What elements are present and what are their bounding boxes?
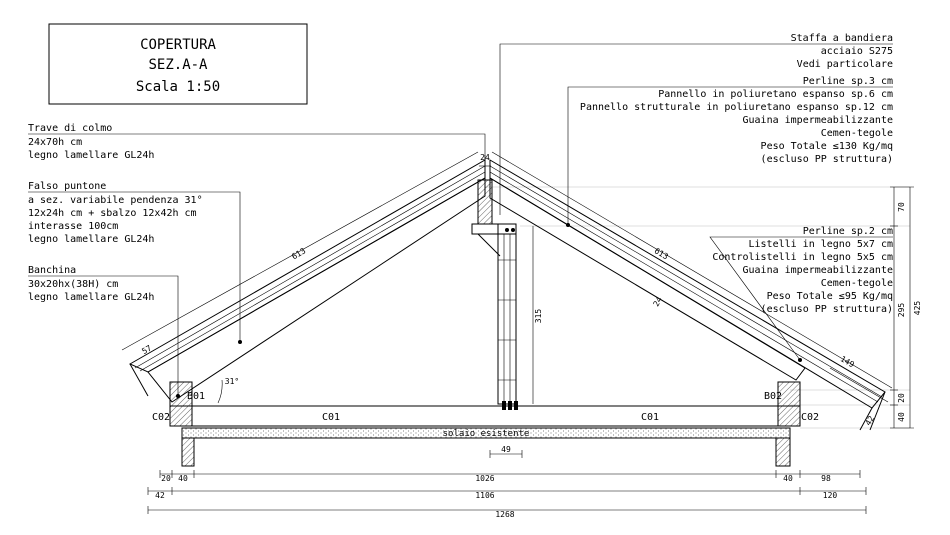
callout-falso-line3: 12x24h cm + sbalzo 12x42h cm bbox=[28, 208, 197, 219]
title-block: COPERTURA SEZ.A-A Scala 1:50 bbox=[48, 23, 308, 105]
dim-bottom-1268: 1268 bbox=[495, 510, 514, 519]
dim-overhang-left: 57 bbox=[140, 343, 153, 356]
label-c02-right: C02 bbox=[801, 412, 819, 423]
callout-falso-title: Falso puntone bbox=[28, 181, 106, 192]
callout-pack1-line1: Perline sp.3 cm bbox=[803, 76, 893, 87]
dim-rafter-depth: 24 bbox=[652, 295, 665, 308]
callout-banchina-dims: 30x20hx(38H) cm bbox=[28, 279, 118, 290]
title-line-2: SEZ.A-A bbox=[148, 57, 208, 73]
callout-pack1-line6: Peso Totale ≤130 Kg/mq bbox=[761, 141, 893, 152]
callout-staffa-ref: Vedi particolare bbox=[797, 59, 893, 70]
dim-bottom-40-right: 40 bbox=[783, 474, 793, 483]
dim-v20: 20 bbox=[897, 393, 906, 403]
dim-bottom-42: 42 bbox=[155, 491, 165, 500]
dim-bottom-120: 120 bbox=[823, 491, 838, 500]
right-leaders bbox=[499, 43, 893, 362]
callout-pack1-line2: Pannello in poliuretano espanso sp.6 cm bbox=[658, 89, 893, 100]
dim-overhang-right: 149 bbox=[839, 354, 856, 369]
walls-and-slab bbox=[169, 381, 801, 467]
callout-trave-material: legno lamellare GL24h bbox=[28, 150, 154, 161]
dim-ridge-width: 24 bbox=[480, 153, 490, 162]
callout-pack2-line1: Perline sp.2 cm bbox=[803, 226, 893, 237]
callout-pack1-line5: Cemen-tegole bbox=[821, 128, 893, 139]
callout-staffa-title: Staffa a bandiera bbox=[791, 33, 893, 44]
callout-banchina-title: Banchina bbox=[28, 265, 76, 276]
dim-post-width: 49 bbox=[501, 445, 511, 454]
bottom-dims bbox=[147, 450, 867, 514]
label-b01: B01 bbox=[187, 391, 205, 402]
callout-pack1-line3: Pannello strutturale in poliuretano espa… bbox=[580, 102, 893, 113]
callout-pack2-line2: Listelli in legno 5x7 cm bbox=[749, 239, 894, 250]
callout-pack2-line5: Cemen-tegole bbox=[821, 278, 893, 289]
steel-post bbox=[471, 223, 518, 410]
title-line-1: COPERTURA bbox=[140, 37, 216, 53]
callout-pack2-line3: Controlistelli in legno 5x5 cm bbox=[712, 252, 893, 263]
callout-pack2-line4: Guaina impermeabilizzante bbox=[742, 265, 893, 276]
callout-trave-title: Trave di colmo bbox=[28, 123, 112, 134]
callout-falso-line5: legno lamellare GL24h bbox=[28, 234, 154, 245]
dim-v40: 40 bbox=[897, 412, 906, 422]
label-c01-left: C01 bbox=[322, 412, 340, 423]
callout-falso-line4: interasse 100cm bbox=[28, 221, 118, 232]
left-leaders bbox=[28, 133, 486, 398]
label-c01-right: C01 bbox=[641, 412, 659, 423]
callout-pack1-line7: (escluso PP struttura) bbox=[761, 154, 893, 165]
dim-v70: 70 bbox=[897, 202, 906, 212]
ridge-beam bbox=[477, 179, 493, 225]
callout-staffa-material: acciaio S275 bbox=[821, 46, 893, 57]
dim-bottom-1026: 1026 bbox=[475, 474, 494, 483]
label-c02-left: C02 bbox=[152, 412, 170, 423]
callout-falso-line2: a sez. variabile pendenza 31° bbox=[28, 195, 203, 206]
callout-pack2-line6: Peso Totale ≤95 Kg/mq bbox=[767, 291, 893, 302]
dim-v295: 295 bbox=[897, 303, 906, 318]
label-angle: 31° bbox=[225, 377, 239, 386]
dim-end-thickness: 42 bbox=[864, 414, 877, 427]
title-line-3: Scala 1:50 bbox=[136, 79, 220, 95]
roof-right-slope bbox=[489, 159, 886, 431]
dim-slope-right: 613 bbox=[653, 246, 670, 261]
dim-bottom-98: 98 bbox=[821, 474, 831, 483]
callout-trave-dims: 24x70h cm bbox=[28, 137, 82, 148]
callout-banchina-material: legno lamellare GL24h bbox=[28, 292, 154, 303]
callout-pack2-line7: (escluso PP struttura) bbox=[761, 304, 893, 315]
dim-bottom-20: 20 bbox=[161, 474, 171, 483]
label-solaio: solaio esistente bbox=[443, 429, 530, 439]
dim-bottom-1106: 1106 bbox=[475, 491, 494, 500]
dim-post-height: 315 bbox=[534, 309, 543, 324]
label-b02: B02 bbox=[764, 391, 782, 402]
dim-bottom-40-left: 40 bbox=[178, 474, 188, 483]
right-vertical-dims bbox=[890, 186, 914, 429]
dim-v425: 425 bbox=[913, 301, 922, 316]
callout-pack1-line4: Guaina impermeabilizzante bbox=[742, 115, 893, 126]
